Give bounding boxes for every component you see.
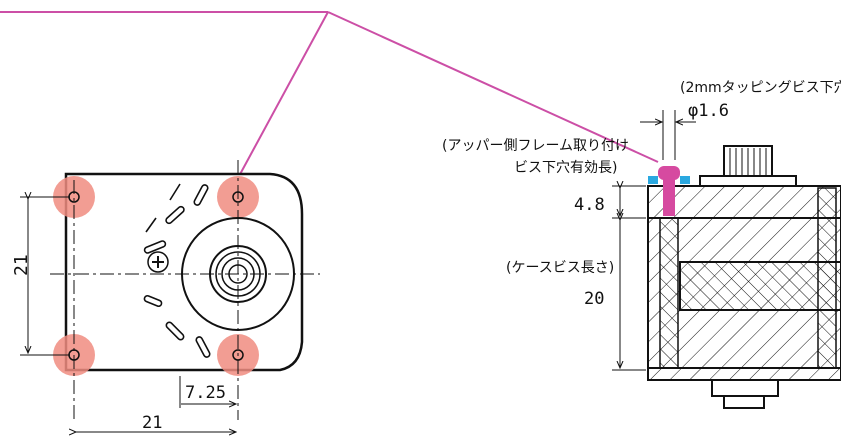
case-screw-length-label: 20 bbox=[584, 289, 604, 309]
upper-frame-note-line2: ビス下穴有効長) bbox=[514, 160, 617, 176]
case-screw-note: (ケースビス長さ) bbox=[506, 260, 614, 276]
upper-frame-note-line1: (アッパー側フレーム取り付け bbox=[442, 138, 629, 154]
effective-length-label: 4.8 bbox=[574, 195, 605, 215]
hole-diameter-label: φ1.6 bbox=[688, 101, 729, 121]
plate-outline bbox=[64, 172, 304, 372]
section-view bbox=[612, 110, 841, 409]
tapping-note: (2mmタッピングビス下穴) bbox=[680, 80, 841, 96]
offset-label: 7.25 bbox=[185, 383, 226, 403]
leader-lines bbox=[0, 11, 659, 179]
vertical-pitch-label: 21 bbox=[11, 254, 32, 276]
horizontal-pitch-label: 21 bbox=[142, 413, 162, 433]
front-view: 21 7.25 21 bbox=[11, 160, 320, 433]
